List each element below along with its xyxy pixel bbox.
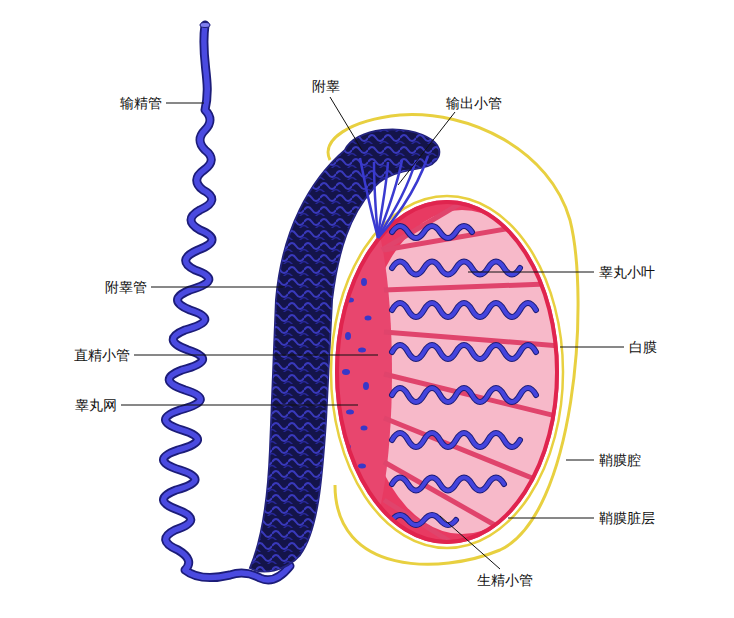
part-label: 白膜 [628, 338, 658, 356]
part-label: 生精小管 [476, 571, 534, 589]
part-label: 附睾 [311, 77, 341, 95]
part-label: 睾丸小叶 [598, 263, 656, 281]
visceral-layer [331, 196, 563, 548]
part-label: 睾丸网 [74, 396, 118, 414]
part-label: 输出小管 [445, 94, 503, 112]
part-label: 鞘膜腔 [598, 451, 642, 469]
part-label: 鞘膜脏层 [598, 509, 656, 527]
leader-lines [121, 97, 624, 569]
testis [332, 200, 562, 546]
part-label: 输精管 [119, 94, 163, 112]
parietal-layer [328, 115, 578, 565]
part-label: 附睾管 [104, 278, 148, 296]
efferent-ductules [360, 156, 428, 238]
part-label: 直精小管 [73, 346, 131, 364]
